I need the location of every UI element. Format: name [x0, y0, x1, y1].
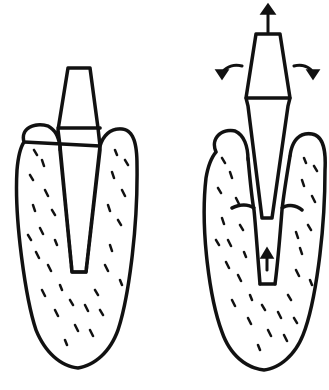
arrow-up-inner	[261, 248, 273, 270]
right-tissue-fold-left	[232, 205, 254, 208]
left-tooth-outline	[17, 125, 138, 368]
left-tool	[58, 68, 100, 272]
right-tissue-fold-right	[282, 206, 302, 210]
arrow-up-top	[261, 4, 275, 32]
left-texture	[28, 150, 128, 345]
right-panel	[204, 4, 325, 370]
arrow-right-outward	[294, 65, 319, 79]
right-tooth-outline	[204, 130, 325, 370]
left-panel	[17, 68, 138, 368]
arrow-left-outward	[216, 65, 242, 79]
